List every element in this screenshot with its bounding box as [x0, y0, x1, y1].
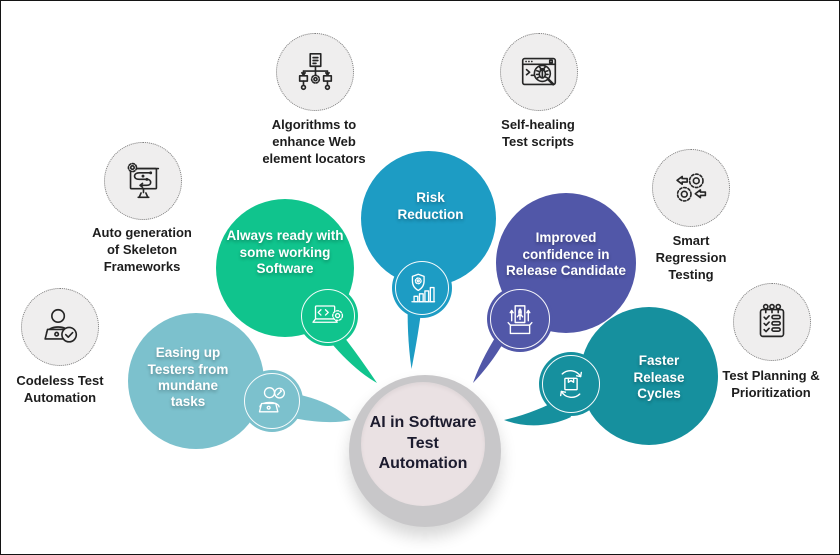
- framework-board-gear-icon: [127, 162, 160, 199]
- skeleton-frameworks-label: Auto generation of Skeleton Frameworks: [92, 225, 192, 274]
- release-rocket-box-icon: [507, 305, 533, 335]
- center-circle-ring: AI in Software Test Automation: [349, 375, 501, 527]
- faster-release-icon-circle: [539, 352, 603, 416]
- smart-regression-node: [652, 149, 730, 227]
- self-healing-scripts-label: Self-healing Test scripts: [501, 117, 575, 149]
- web-element-locators-label: Algorithms to enhance Web element locato…: [262, 117, 366, 166]
- gears-arrows-icon: [676, 173, 707, 202]
- bubble-faster-release-label: Faster Release Cycles: [633, 353, 685, 402]
- center-title: AI in Software Test Automation: [369, 413, 477, 473]
- bubble-easing-testers-label: Easing up Testers from mundane tasks: [147, 345, 229, 410]
- center-circle: AI in Software Test Automation: [361, 382, 485, 506]
- codeless-test-automation-label: Codeless Test Automation: [16, 373, 104, 405]
- bubble-risk-reduction-label: Risk Reduction: [397, 190, 464, 222]
- bubble-faster-release: Faster Release Cycles: [580, 307, 718, 445]
- notepad-checklist-icon: [759, 303, 785, 338]
- self-healing-scripts-node: [500, 33, 578, 111]
- release-confidence-icon-circle: [487, 286, 553, 352]
- working-software-icon-circle: [298, 286, 358, 346]
- bubble-working-software-label: Always ready with some working Software: [226, 228, 344, 277]
- shield-gear-chart-icon: [411, 273, 436, 303]
- risk-reduction-icon-circle: [392, 258, 452, 318]
- skeleton-frameworks-node: [104, 142, 182, 220]
- codeless-test-automation-node: [21, 288, 99, 366]
- package-cycle-icon: [559, 370, 583, 398]
- easing-testers-icon-circle: [241, 370, 303, 432]
- bubble-easing-testers: Easing up Testers from mundane tasks: [128, 313, 264, 449]
- tester-laptop-pencil-icon: [258, 387, 286, 413]
- bubble-release-confidence-label: Improved confidence in Release Candidate: [505, 230, 627, 279]
- sitemap-document-gear-icon: [298, 52, 333, 91]
- browser-bug-search-icon: [521, 57, 557, 86]
- web-element-locators-node: [276, 33, 354, 111]
- person-laptop-check-icon: [44, 308, 78, 343]
- test-planning-node: [733, 283, 811, 361]
- laptop-code-gear-icon: [312, 305, 344, 323]
- test-planning-label: Test Planning & Prioritization: [722, 368, 820, 400]
- smart-regression-label: Smart Regression Testing: [655, 233, 727, 282]
